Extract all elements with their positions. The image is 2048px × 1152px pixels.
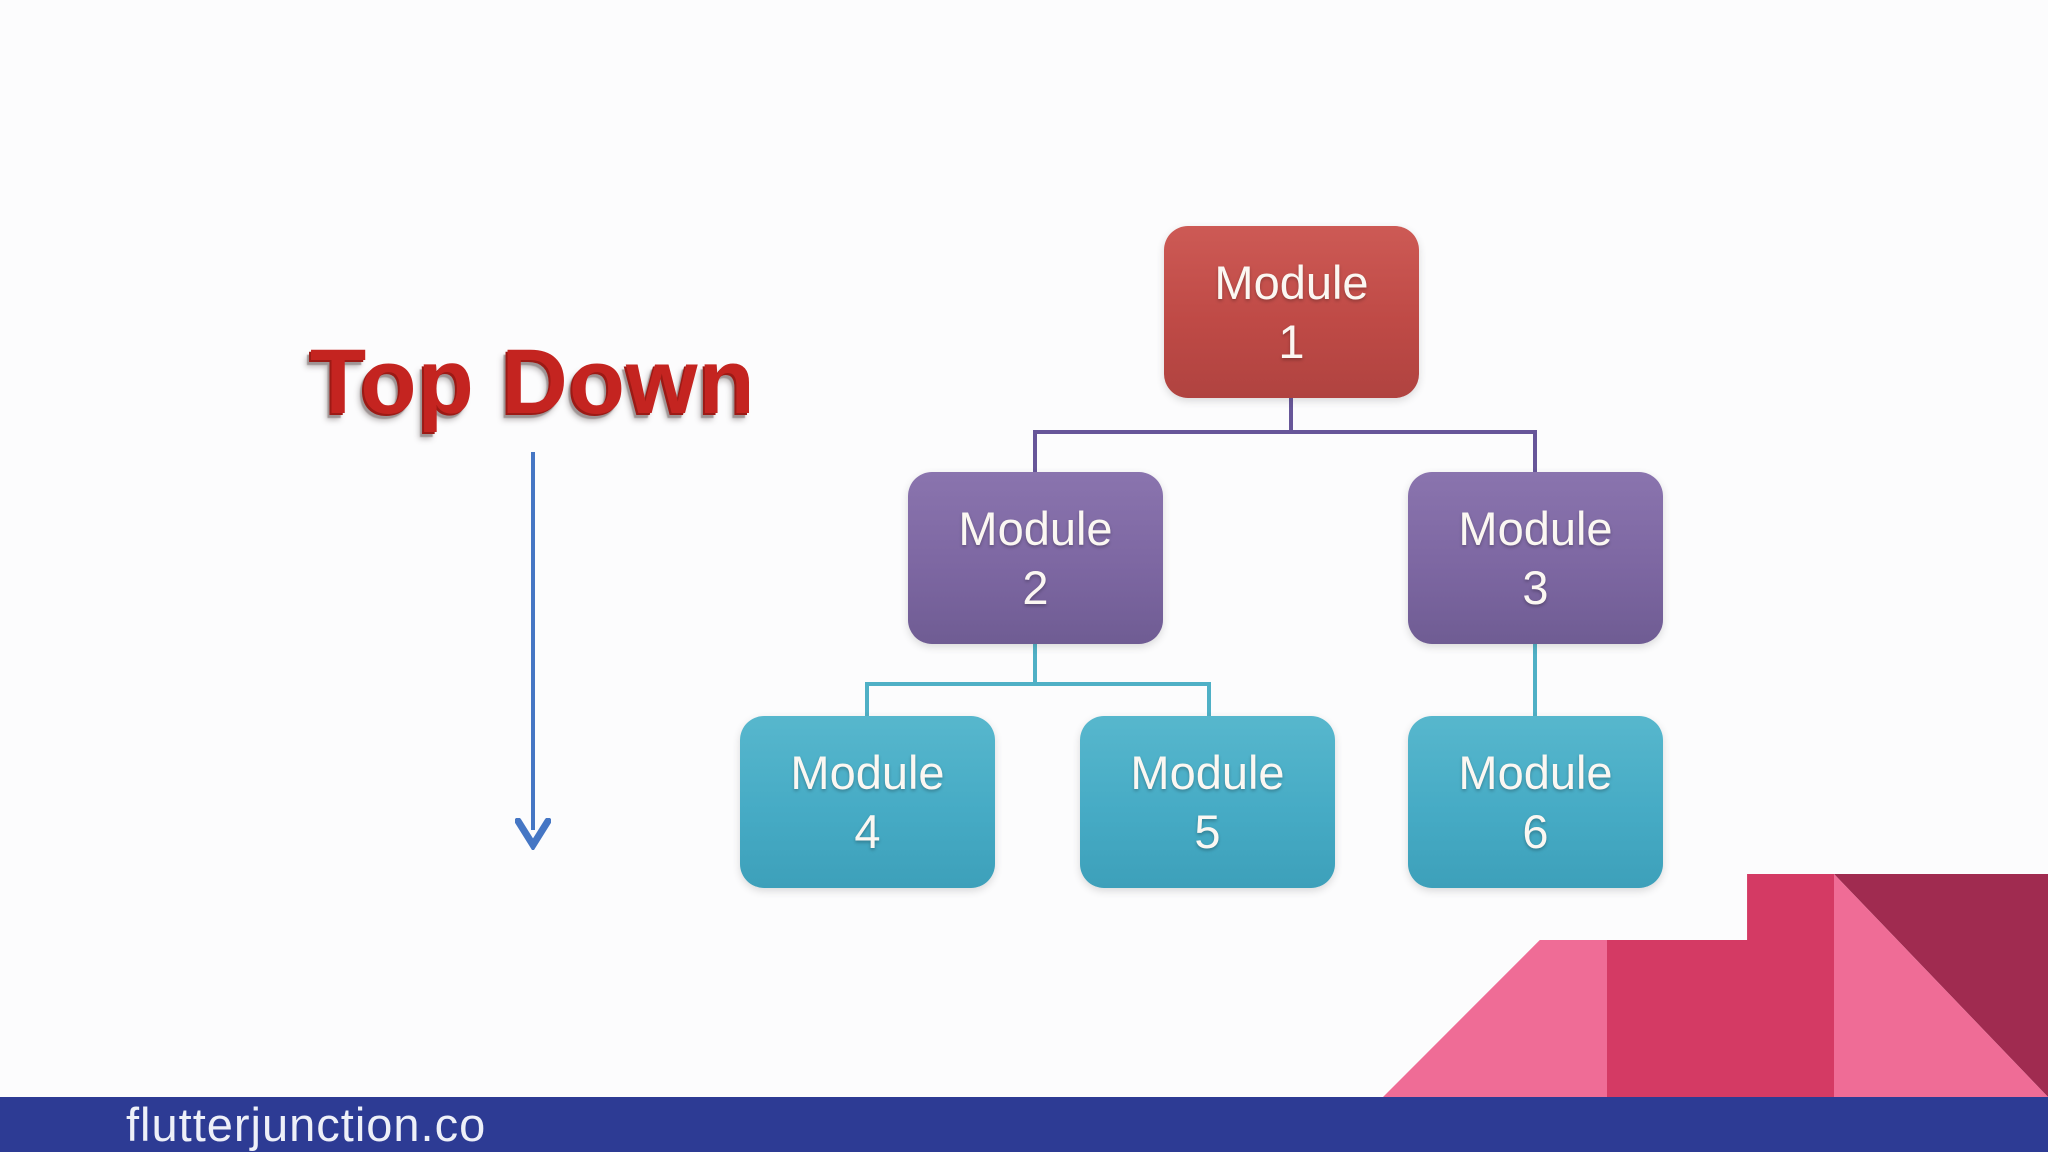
tree-node-module-6: Module 6 <box>1408 716 1663 888</box>
node-label-line: Module <box>790 745 945 799</box>
connector-m5-drop <box>1207 682 1211 716</box>
tree-node-module-3: Module 3 <box>1408 472 1663 644</box>
node-label-line: Module <box>1458 501 1613 555</box>
page-title: Top Down <box>310 331 756 433</box>
node-label-line: Module <box>1458 745 1613 799</box>
node-label-line: 2 <box>1022 561 1049 614</box>
connector-m3-drop <box>1533 430 1537 472</box>
connector-m4-drop <box>865 682 869 716</box>
tree-node-module-1: Module 1 <box>1164 226 1419 398</box>
connector-l3-horizontal <box>865 682 1211 686</box>
node-label-line: 6 <box>1522 805 1549 858</box>
connector-l2-horizontal <box>1035 430 1537 434</box>
connector-m2-stem <box>1033 644 1037 684</box>
arrow-line <box>531 452 535 830</box>
tree-node-module-4: Module 4 <box>740 716 995 888</box>
node-label-line: 3 <box>1522 561 1549 614</box>
deco-light-pink-trapezoid <box>1383 940 1607 1097</box>
deco-medium-pink-block <box>1607 874 1834 1097</box>
node-label-line: Module <box>958 501 1113 555</box>
tree-node-module-5: Module 5 <box>1080 716 1335 888</box>
node-label-line: Module <box>1214 255 1369 309</box>
connector-m3-m6-stem <box>1533 644 1537 716</box>
connector-m1-stem <box>1289 398 1293 432</box>
connector-m2-drop <box>1033 430 1037 472</box>
node-label-line: 1 <box>1278 315 1305 368</box>
footer-bar: flutterjunction.co <box>0 1097 2048 1152</box>
down-arrow-icon <box>515 818 551 850</box>
node-label-line: Module <box>1130 745 1285 799</box>
node-label-line: 5 <box>1194 805 1221 858</box>
site-name: flutterjunction.co <box>126 1098 487 1151</box>
node-label-line: 4 <box>854 805 881 858</box>
tree-node-module-2: Module 2 <box>908 472 1163 644</box>
